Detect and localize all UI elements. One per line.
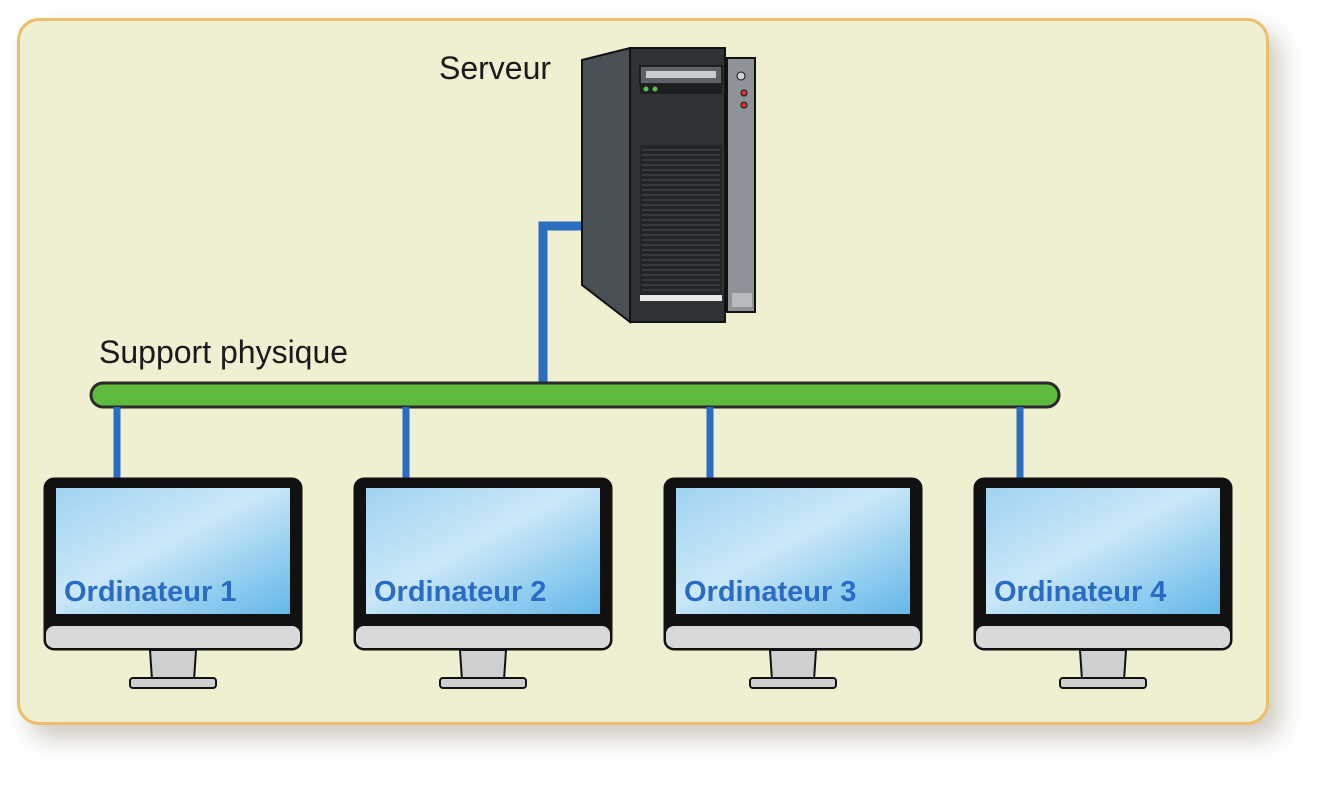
bus-line <box>89 381 1061 409</box>
computer-label-3: Ordinateur 3 <box>684 576 857 608</box>
bus-label: Support physique <box>99 334 349 370</box>
monitor-icon <box>663 477 923 689</box>
computer-label-4: Ordinateur 4 <box>994 576 1167 608</box>
server-label: Serveur <box>439 50 552 86</box>
computer-label-2: Ordinateur 2 <box>374 576 547 608</box>
monitor-icon <box>973 477 1233 689</box>
tower-server-icon <box>581 46 756 325</box>
monitor-icon <box>43 477 303 689</box>
computer-label-1: Ordinateur 1 <box>64 576 237 608</box>
server-link-cable <box>538 221 582 383</box>
monitor-icon <box>353 477 613 689</box>
